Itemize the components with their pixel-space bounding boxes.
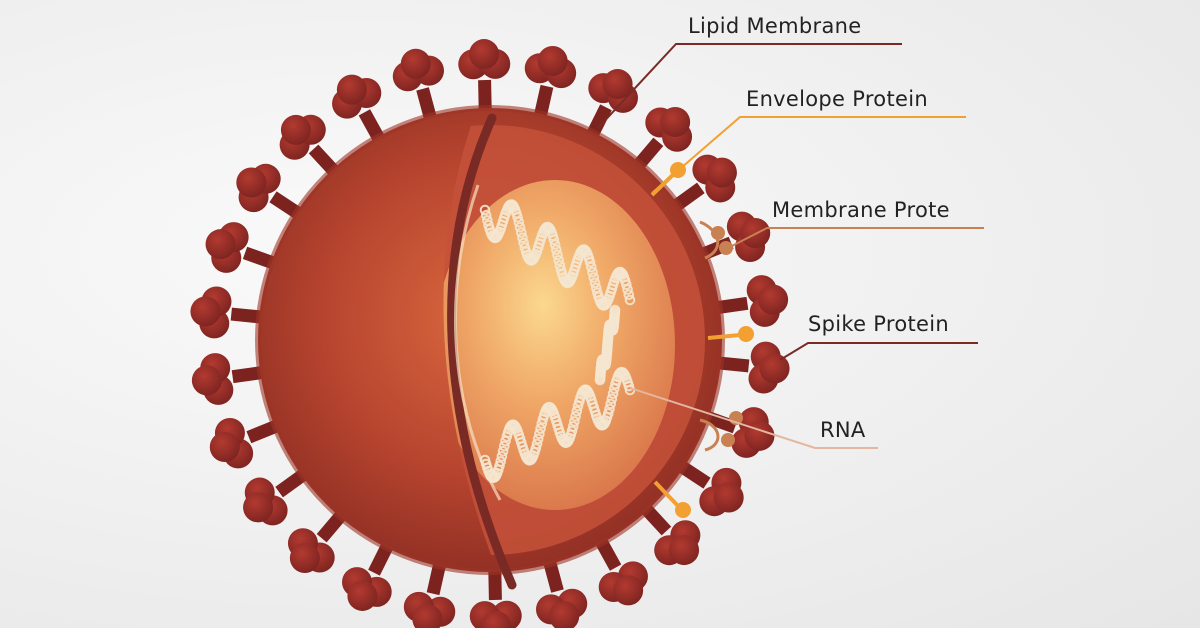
rna-bead bbox=[551, 244, 562, 255]
rna-bead bbox=[517, 232, 528, 244]
rna-strands bbox=[479, 199, 636, 484]
spike-head bbox=[480, 610, 511, 628]
spike-head bbox=[289, 542, 320, 573]
rna-bead bbox=[531, 438, 543, 450]
rna-bead bbox=[499, 440, 510, 452]
rna-bead bbox=[566, 425, 578, 437]
rna-bead bbox=[567, 421, 579, 432]
rna-bead bbox=[605, 398, 617, 410]
spike-head bbox=[660, 107, 691, 138]
rna-bead bbox=[553, 254, 565, 266]
rna-bead bbox=[495, 456, 507, 467]
rna-bead bbox=[624, 294, 636, 306]
rna-bead bbox=[569, 416, 580, 427]
rna-bead bbox=[606, 393, 618, 405]
spike-head bbox=[469, 39, 500, 70]
spike-head bbox=[602, 69, 633, 100]
rna-bead bbox=[516, 227, 527, 238]
spike-head bbox=[205, 229, 236, 260]
spike-head bbox=[758, 284, 789, 315]
spike-head bbox=[209, 431, 240, 462]
label-membrane-protein: Membrane Prote bbox=[772, 198, 950, 222]
spike-head bbox=[706, 157, 737, 188]
virus-core bbox=[443, 180, 675, 510]
rna-bead bbox=[513, 216, 525, 228]
rna-bead bbox=[594, 374, 606, 386]
rna-bead bbox=[530, 443, 542, 454]
label-lipid-membrane: Lipid Membrane bbox=[688, 14, 862, 38]
rna-bead bbox=[623, 289, 635, 301]
label-rna: RNA bbox=[820, 418, 866, 442]
spike-head bbox=[669, 535, 700, 566]
spike-head bbox=[549, 601, 580, 628]
rna-bead bbox=[604, 403, 615, 415]
rna-bead bbox=[514, 221, 526, 233]
spike-head bbox=[336, 74, 367, 105]
rna-bead bbox=[589, 277, 601, 289]
leader-spike-protein bbox=[779, 342, 978, 361]
spike-head bbox=[759, 353, 790, 384]
rna-bead bbox=[549, 239, 561, 250]
rna-bead bbox=[496, 451, 508, 462]
leader-rna bbox=[629, 387, 878, 449]
rna-bead bbox=[512, 212, 523, 223]
rna-bead bbox=[532, 433, 544, 445]
spike-head bbox=[412, 604, 443, 628]
spike-head bbox=[613, 575, 644, 606]
rna-bead bbox=[480, 210, 492, 221]
rna-bead bbox=[588, 272, 600, 283]
rna-bead bbox=[534, 428, 545, 440]
rna-bead bbox=[622, 284, 633, 295]
rna-bead bbox=[548, 234, 560, 246]
rna-bead bbox=[621, 279, 632, 291]
rna-bead bbox=[497, 446, 509, 457]
spike-head bbox=[347, 580, 378, 611]
rna-bead bbox=[535, 423, 546, 434]
spike-head bbox=[713, 482, 744, 513]
lipid-membrane-ring bbox=[255, 105, 725, 575]
spike-head bbox=[191, 365, 222, 396]
rna-bead bbox=[571, 405, 583, 417]
rna-bead bbox=[603, 408, 614, 419]
rna-bead bbox=[479, 204, 491, 216]
rna-bead bbox=[607, 388, 619, 399]
spike-head bbox=[280, 114, 311, 145]
rna-bead bbox=[570, 411, 581, 422]
rna-bead bbox=[586, 261, 597, 273]
leader-lipid-membrane bbox=[597, 43, 902, 129]
spike-head bbox=[243, 492, 274, 523]
rna-bead bbox=[552, 249, 563, 261]
membrane-cut-line bbox=[447, 113, 517, 590]
spike-head bbox=[744, 420, 775, 451]
rna-bead bbox=[587, 266, 598, 278]
spike-head bbox=[400, 48, 431, 79]
membrane-proteins bbox=[699, 220, 743, 452]
label-envelope-protein: Envelope Protein bbox=[746, 87, 928, 111]
leader-lines bbox=[597, 43, 984, 449]
spike-head bbox=[236, 167, 267, 198]
spike-head bbox=[537, 45, 568, 76]
rna-bead bbox=[494, 460, 505, 472]
spike-head bbox=[190, 296, 221, 327]
leader-envelope-protein bbox=[651, 116, 966, 194]
label-membrane-protein-clip: Membrane Prote bbox=[772, 196, 984, 228]
rna-bead bbox=[584, 257, 596, 268]
leader-membrane-protein bbox=[729, 227, 984, 248]
label-spike-protein: Spike Protein bbox=[808, 312, 950, 336]
